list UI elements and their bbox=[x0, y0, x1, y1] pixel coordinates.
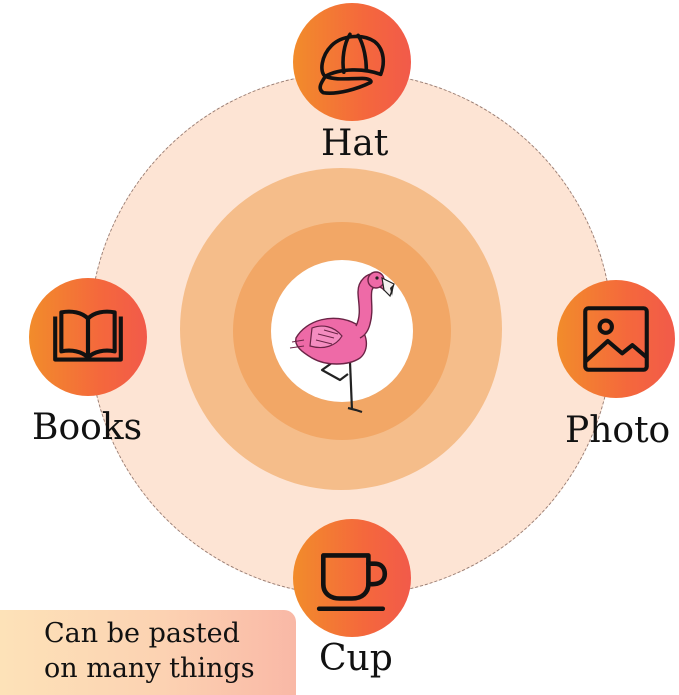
hat-label: Hat bbox=[321, 123, 389, 164]
open-book-icon bbox=[53, 309, 123, 362]
hat-node bbox=[293, 3, 411, 121]
cup-icon bbox=[316, 553, 388, 612]
caption-line-2: on many things bbox=[44, 653, 255, 684]
hat-icon bbox=[318, 32, 386, 95]
caption-line-1: Can be pasted bbox=[44, 618, 240, 649]
cup-label: Cup bbox=[319, 638, 393, 679]
photo-icon bbox=[583, 306, 649, 372]
books-node bbox=[29, 278, 147, 396]
photo-node bbox=[557, 280, 675, 398]
books-label: Books bbox=[32, 407, 143, 448]
photo-label: Photo bbox=[565, 410, 671, 451]
caption-banner bbox=[0, 610, 296, 695]
flamingo-image bbox=[289, 271, 395, 414]
cup-node bbox=[293, 519, 411, 637]
